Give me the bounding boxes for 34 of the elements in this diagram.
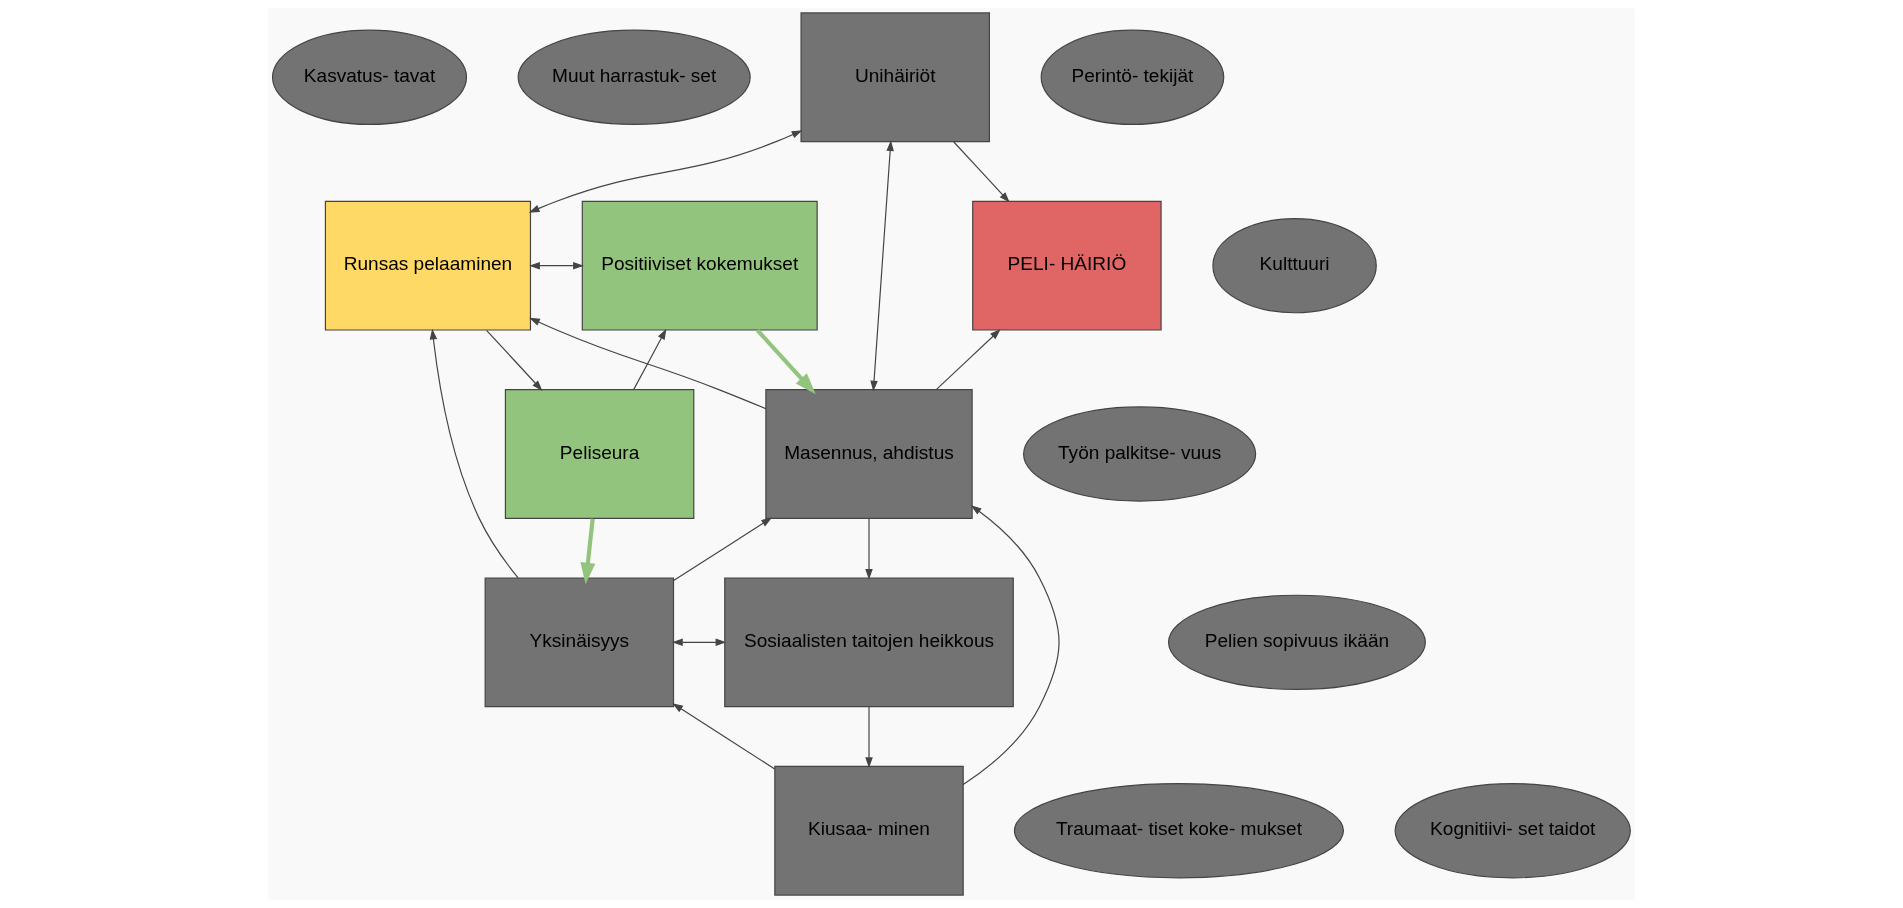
node-ellipse: Pelien sopivuus ikään xyxy=(1168,594,1426,691)
node-ellipse: Kulttuuri xyxy=(1212,217,1377,314)
arrow xyxy=(485,329,543,391)
arrow xyxy=(953,141,1010,203)
node-ellipse: Perintö- tekijät xyxy=(1040,29,1225,125)
node-box: Yksinäisyys xyxy=(484,577,675,708)
arrow xyxy=(633,328,667,391)
node-ellipse: Muut harrastuk- set xyxy=(517,29,751,125)
node-box: Sosiaalisten taitojen heikkous xyxy=(724,577,1014,708)
arrow xyxy=(529,317,767,410)
node-box: Positiiviset kokemukset xyxy=(581,200,818,331)
arrow xyxy=(865,518,873,580)
node-box: Kiusaa- minen xyxy=(774,765,964,896)
node-ellipse: Työn palkitse- vuus xyxy=(1023,406,1257,502)
arrow xyxy=(870,140,894,392)
node-box: PELI- HÄIRIÖ xyxy=(972,200,1162,331)
node-ellipse: Traumaat- tiset koke- mukset xyxy=(1013,783,1345,879)
node-box: Runsas pelaaminen xyxy=(324,200,532,331)
arrow xyxy=(429,328,519,579)
arrow xyxy=(580,518,596,585)
arrow xyxy=(673,517,773,582)
arrow xyxy=(935,329,1001,391)
arrow xyxy=(756,328,816,395)
arrow xyxy=(528,130,803,213)
node-box: Unihäiriöt xyxy=(800,12,990,143)
arrow xyxy=(672,638,727,647)
arrow xyxy=(962,505,1060,786)
node-ellipse: Kasvatus- tavat xyxy=(271,29,468,125)
node-ellipse: Kognitiivi- set taidot xyxy=(1394,783,1631,879)
arrow xyxy=(529,261,584,270)
node-box: Masennus, ahdistus xyxy=(765,389,973,519)
arrow xyxy=(865,706,873,769)
node-box: Peliseura xyxy=(504,389,695,519)
arrow xyxy=(672,703,776,770)
